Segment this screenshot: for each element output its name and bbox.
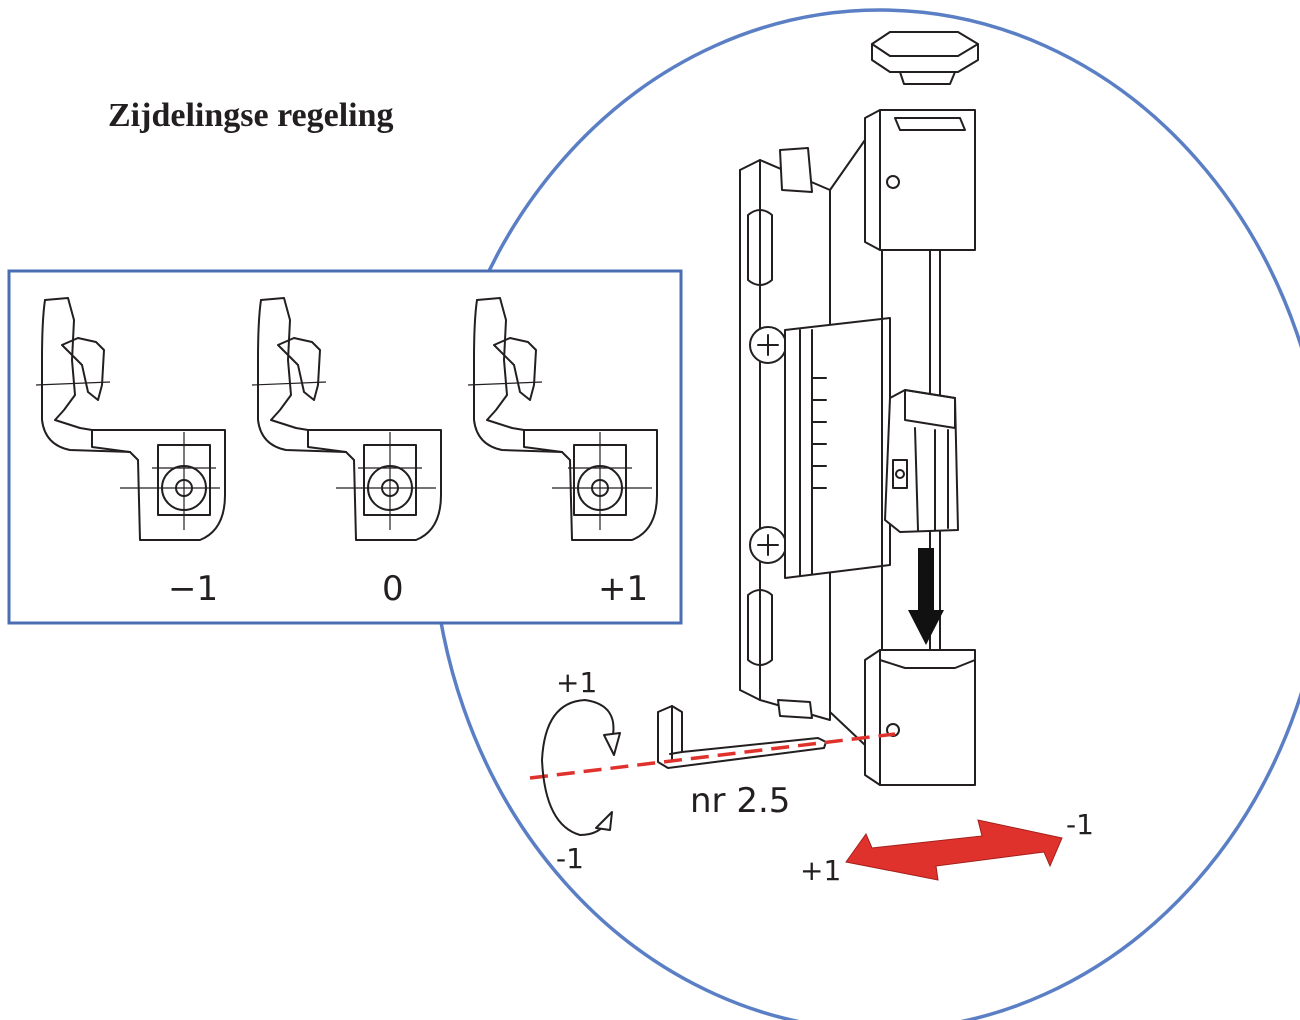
- rotation-symbol: +1 -1: [541, 666, 621, 875]
- inset-position-zero: 0: [251, 297, 442, 609]
- slide-down-arrow-icon: [908, 548, 944, 645]
- top-knuckle: [829, 109, 976, 251]
- double-arrow-icon: [845, 819, 1063, 881]
- inset-position-minus: −1: [35, 297, 226, 609]
- rotation-arrowhead-bottom-icon: [595, 811, 613, 831]
- position-label-zero: 0: [382, 569, 404, 609]
- sliding-clip: [884, 389, 959, 533]
- rotation-plus-label: +1: [556, 666, 597, 699]
- hinge-cap: [871, 31, 979, 85]
- lateral-minus-label: -1: [1066, 808, 1094, 841]
- hinge-assembly: [739, 31, 979, 786]
- bottom-knuckle: [829, 649, 976, 786]
- tool-label: nr 2.5: [690, 781, 790, 821]
- adjustment-axis: [529, 732, 896, 780]
- position-inset: −1 0 +1: [7, 269, 683, 625]
- lateral-plus-label: +1: [800, 854, 841, 887]
- position-label-minus: −1: [168, 569, 218, 609]
- page-title: Zijdelingse regeling: [108, 97, 394, 134]
- adjustment-block: [784, 317, 891, 579]
- inset-position-plus: +1: [467, 297, 658, 609]
- rotation-arrowhead-top-icon: [603, 732, 621, 756]
- rotation-minus-label: -1: [556, 842, 584, 875]
- allen-key: [657, 705, 827, 769]
- lateral-adjust-arrow: +1 -1: [800, 808, 1094, 887]
- position-label-plus: +1: [598, 569, 648, 609]
